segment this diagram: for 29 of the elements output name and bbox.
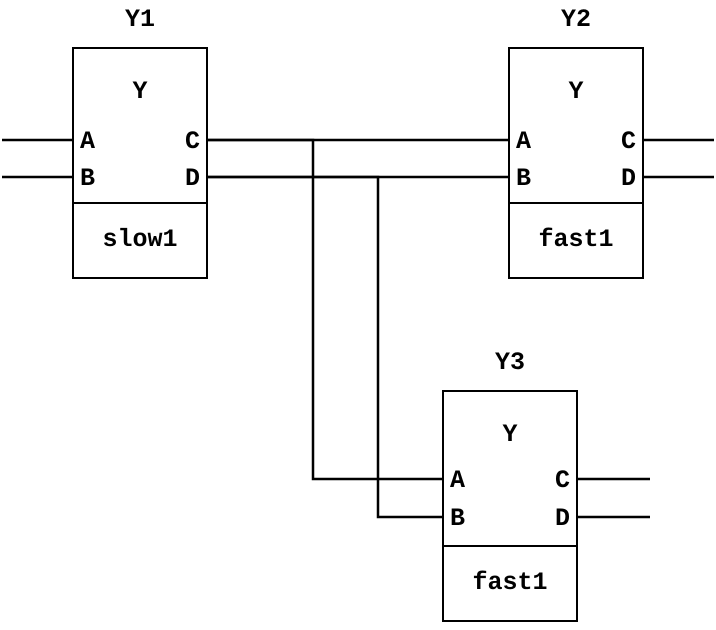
port-label: B <box>74 166 102 192</box>
port-label: C <box>614 129 642 155</box>
port-label: B <box>444 506 472 532</box>
port-label: A <box>510 129 538 155</box>
block-type: Y <box>501 420 518 449</box>
connector-line <box>208 138 442 480</box>
block-instance-name: fast1 <box>471 568 548 597</box>
port-label: D <box>548 506 576 532</box>
connector-line <box>644 138 714 142</box>
block-instance-name: fast1 <box>537 225 614 254</box>
connector-line <box>208 176 442 518</box>
block-type: Y <box>131 77 148 106</box>
connector-line <box>578 478 650 480</box>
port-label: B <box>510 166 538 192</box>
block-title: Y3 <box>494 348 526 377</box>
connector-line <box>644 176 714 178</box>
block-instance-name: slow1 <box>101 225 178 254</box>
port-label: C <box>178 129 206 155</box>
block-type: Y <box>567 77 584 106</box>
port-label: D <box>178 166 206 192</box>
port-label: D <box>614 166 642 192</box>
connector-line <box>578 516 650 518</box>
block-title: Y1 <box>124 5 156 34</box>
connector-line <box>2 176 72 178</box>
port-label: C <box>548 468 576 494</box>
port-label: A <box>444 468 472 494</box>
port-label: A <box>74 129 102 155</box>
connector-line <box>2 138 72 142</box>
block-title: Y2 <box>560 5 592 34</box>
